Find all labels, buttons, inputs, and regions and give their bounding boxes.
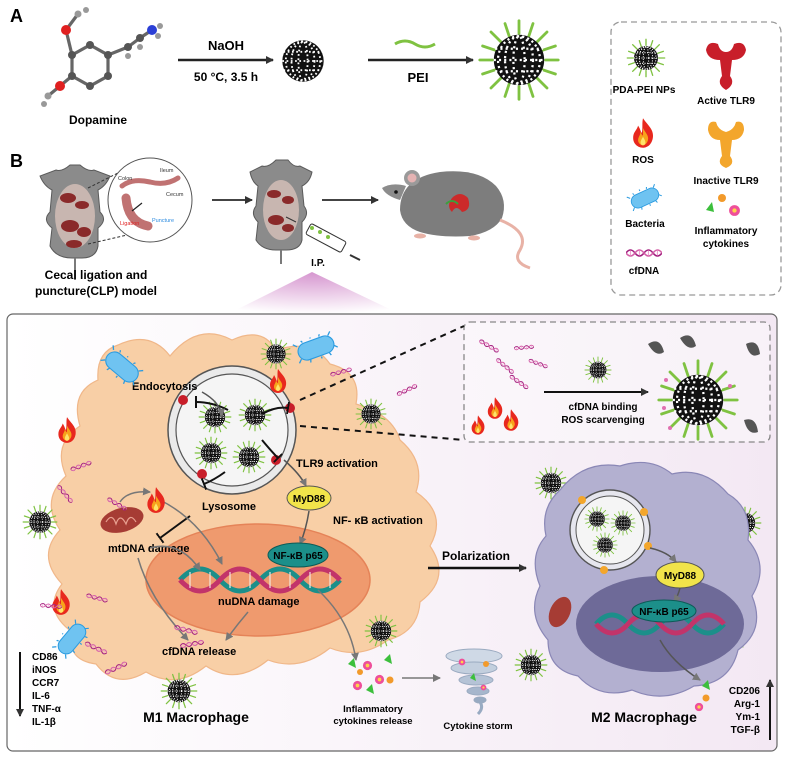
m2-marker: Arg-1	[734, 699, 761, 710]
m1-nfkb-label: NF-κB p65	[273, 551, 323, 562]
m1-nfkb-node	[267, 542, 329, 568]
legend-label-npa: PDA-PEI NPs	[613, 85, 676, 96]
m1-marker: iNOS	[32, 665, 57, 676]
cfdna-release-label: cfDNA release	[162, 646, 236, 658]
m2-output-arrow	[659, 639, 701, 681]
cytokines-release-label-2: cytokines release	[333, 716, 412, 727]
m1-marker: IL-6	[32, 691, 50, 702]
free-nanoparticle	[260, 338, 292, 370]
clp-mouse-treated	[249, 159, 313, 264]
m2-cytokines	[694, 680, 710, 712]
clp-model-label-2: puncture(CLP) model	[35, 284, 157, 298]
tornado-icon	[445, 648, 503, 716]
legend-label-cytokines: cytokines	[703, 239, 750, 250]
binding-label-1: cfDNA binding	[568, 402, 637, 413]
m1-marker: IL-1β	[32, 717, 56, 728]
pei-label: PEI	[408, 70, 429, 85]
m2-nfkb-label: NF-κB p65	[639, 607, 689, 618]
m1-title: M1 Macrophage	[143, 709, 249, 725]
receptor-active-icon	[706, 42, 746, 90]
m2-lysosome-to-myd88-arrow	[649, 547, 677, 563]
pei-strand-icon	[394, 39, 436, 49]
dopamine-molecule	[41, 7, 163, 107]
free-nanoparticle	[364, 614, 398, 648]
legend-label-cfdna: cfDNA	[629, 266, 660, 277]
polarization-label: Polarization	[442, 549, 510, 563]
m2-lysosome	[569, 489, 652, 574]
m1-myd88-label: MyD88	[293, 494, 326, 505]
recovered-mouse	[382, 170, 531, 270]
endocytosis-label: Endocytosis	[132, 381, 197, 393]
reagent-naoh: NaOH	[208, 38, 244, 53]
legend-label-active-tlr9: Active TLR9	[697, 96, 755, 107]
released-cytokines	[348, 654, 394, 694]
clp-model-label-1: Cecal ligation and	[45, 268, 148, 282]
free-nanoparticle	[160, 672, 198, 710]
m1-marker: TNF-α	[32, 704, 62, 715]
mtdna-damage-label: mtDNA damage	[108, 543, 190, 555]
m2-dna-helix	[594, 612, 726, 636]
m2-title: M2 Macrophage	[591, 709, 697, 725]
m2-marker: TGF-β	[731, 725, 760, 736]
m2-marker-list: CD206 Arg-1 Ym-1 TGF-β	[729, 679, 774, 740]
endocytosis-arrow	[201, 391, 225, 417]
damage-arrows	[119, 487, 359, 661]
m2-marker: Ym-1	[736, 712, 761, 723]
m1-marker: CD86	[32, 652, 58, 663]
receptor-inactive-icon	[708, 121, 744, 168]
pda-pei-nanoparticle	[478, 19, 560, 101]
lysosome-label: Lysosome	[202, 501, 256, 513]
inset-colon-label: Colon	[118, 176, 132, 182]
legend-box: PDA-PEI NPs Active TLR9 ROS Inactive TLR…	[610, 21, 782, 296]
cytokine-icon	[706, 194, 740, 216]
binding-inset-box	[299, 321, 771, 443]
reagent-conditions: 50 °C, 3.5 h	[194, 70, 258, 84]
legend-label-inflammatory: Inflammatory	[695, 226, 758, 237]
dopamine-label: Dopamine	[69, 113, 127, 127]
clp-mouse-dissected	[39, 164, 111, 280]
free-nanoparticle	[22, 504, 58, 540]
legend-label-bacteria: Bacteria	[625, 219, 665, 230]
inset-puncture-label: Puncture	[152, 218, 174, 224]
magnify-beam	[228, 272, 400, 314]
nuclear-dna-helix	[178, 566, 342, 594]
mitochondrion	[100, 507, 144, 533]
m1-marker-list: CD86 iNOS CCR7 IL-6 TNF-α IL-1β	[16, 652, 62, 728]
panel-a-letter: A	[10, 6, 23, 26]
free-nanoparticle	[514, 648, 548, 682]
m1-marker: CCR7	[32, 678, 60, 689]
pda-nanoparticle	[281, 39, 325, 83]
myd88-to-nfkb-arrow	[299, 510, 310, 545]
tlr9-to-myd88-arrow	[283, 459, 307, 487]
panel-b-letter: B	[10, 151, 23, 171]
m2-marker: CD206	[729, 686, 761, 697]
cytokines-release-label-1: Inflammatory	[343, 704, 403, 715]
nanoparticle-icon	[626, 38, 666, 78]
inset-ileum-label: Ileum	[160, 168, 174, 174]
binding-label-2: ROS scarvenging	[561, 415, 644, 426]
m2-mitochondrion	[548, 596, 572, 628]
legend-label-inactive-tlr9: Inactive TLR9	[693, 176, 758, 187]
inhibition-arrows	[155, 395, 290, 544]
free-nanoparticle	[355, 398, 387, 430]
nudna-damage-label: nuDNA damage	[218, 596, 300, 608]
inset-ligation-label: Ligation	[120, 221, 139, 227]
clp-inset-circle: Colon Ileum Cecum Ligation Puncture	[87, 157, 193, 245]
inset-cecum-label: Cecum	[166, 192, 184, 198]
tlr9-activation-label: TLR9 activation	[296, 458, 378, 470]
injection-label: I.P.	[311, 258, 325, 269]
legend-label-ros: ROS	[632, 155, 654, 166]
m1-myd88-node	[286, 485, 332, 511]
m2-myd88-label: MyD88	[664, 571, 697, 582]
cytokine-storm-label: Cytokine storm	[443, 721, 512, 732]
m2-nfkb-node	[631, 599, 697, 623]
syringe-icon	[285, 216, 361, 261]
nfkb-activation-label: NF- κB activation	[333, 515, 423, 527]
